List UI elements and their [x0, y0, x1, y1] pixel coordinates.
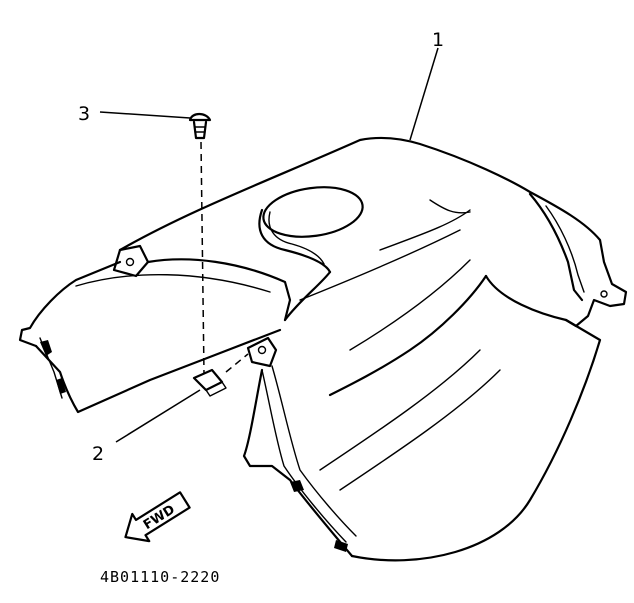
screw-part	[188, 112, 212, 140]
assembly-line	[200, 141, 205, 375]
leader-line-1	[409, 47, 439, 141]
clip-alignment-line	[225, 353, 249, 373]
leader-line-3	[99, 111, 191, 119]
callout-2: 2	[92, 443, 104, 465]
tank-cover-part	[18, 136, 628, 562]
leader-line-2	[115, 389, 201, 443]
clip-part	[192, 368, 227, 397]
fwd-label: FWD	[141, 502, 178, 533]
part-number: 4B01110-2220	[100, 568, 220, 586]
fwd-arrow-icon: FWD	[124, 491, 191, 543]
callout-3: 3	[78, 103, 90, 125]
callout-1: 1	[432, 29, 444, 51]
